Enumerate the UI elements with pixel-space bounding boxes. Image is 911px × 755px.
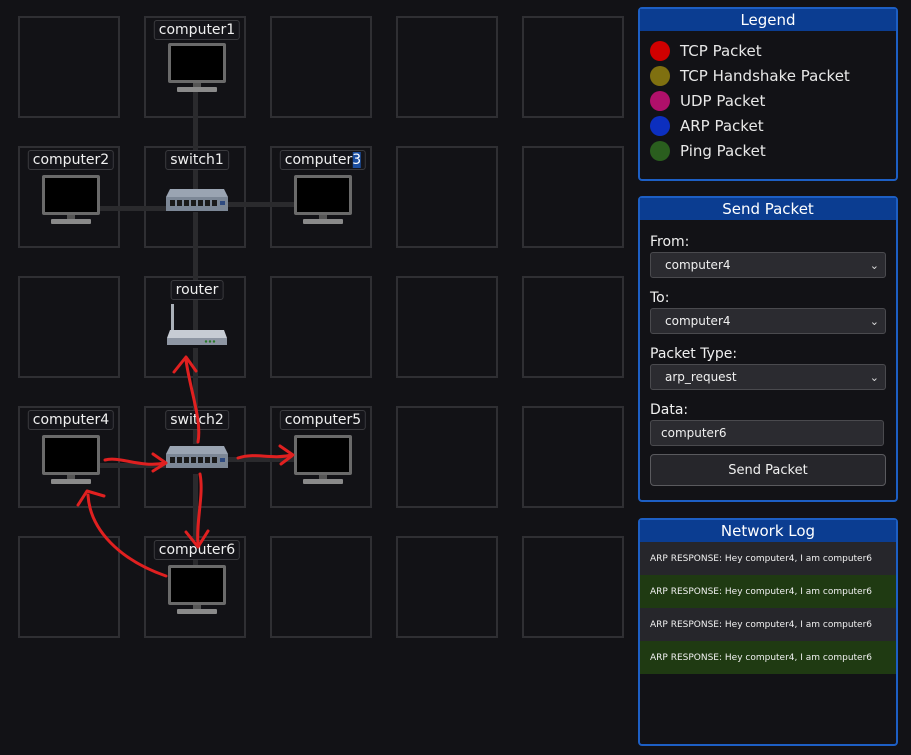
ping-color-dot [650, 140, 670, 161]
device-label-computer2: computer2 [27, 150, 115, 170]
legend-label: UDP Packet [680, 91, 766, 110]
arp-color-dot [650, 115, 670, 136]
annotation-arrows [76, 355, 295, 578]
legend-label: ARP Packet [680, 116, 764, 135]
computer-icon[interactable] [293, 174, 353, 226]
grid-cell[interactable] [18, 536, 120, 638]
log-entry: ARP RESPONSE: Hey computer4, I am comput… [640, 641, 896, 674]
from-select-value: computer4 [665, 258, 731, 272]
device-label-computer3-text: computer [284, 152, 353, 168]
send-packet-panel: Send Packet From: computer4 ⌄ To: compute… [638, 196, 898, 502]
packet-type-label: Packet Type: [650, 346, 738, 362]
computer-icon[interactable] [167, 564, 227, 616]
link-computer4-switch2 [98, 463, 168, 468]
device-label-computer4: computer4 [27, 410, 115, 430]
data-label: Data: [650, 402, 689, 418]
grid-cell[interactable] [270, 146, 372, 248]
legend-item-arp: ARP Packet [640, 113, 896, 138]
link-switch1-router [193, 212, 198, 332]
device-label-computer1: computer1 [153, 20, 241, 40]
network-log-title: Network Log [640, 520, 896, 542]
grid-cell[interactable] [396, 146, 498, 248]
link-switch1-computer3 [228, 202, 298, 207]
grid-cell[interactable] [18, 406, 120, 508]
computer-icon[interactable] [41, 174, 101, 226]
from-label: From: [650, 234, 690, 250]
legend-item-tcp-handshake: TCP Handshake Packet [640, 63, 896, 88]
legend-item-udp: UDP Packet [640, 88, 896, 113]
legend-item-tcp: TCP Packet [640, 38, 896, 63]
switch-icon[interactable] [164, 187, 230, 215]
device-label-computer5: computer5 [279, 410, 367, 430]
legend-title: Legend [640, 9, 896, 31]
legend-label: TCP Packet [680, 41, 762, 60]
legend-label: Ping Packet [680, 141, 766, 160]
device-label-switch1: switch1 [165, 150, 229, 170]
packet-type-select-value: arp_request [665, 370, 737, 384]
chevron-down-icon: ⌄ [869, 370, 879, 384]
chevron-down-icon: ⌄ [869, 258, 879, 272]
switch-icon[interactable] [164, 444, 230, 472]
grid-cell[interactable] [270, 536, 372, 638]
grid-cell[interactable] [396, 406, 498, 508]
link-computer2-switch1 [98, 206, 168, 211]
link-computer1-switch1 [193, 92, 198, 202]
grid-cell[interactable] [396, 276, 498, 378]
grid-cell[interactable] [396, 16, 498, 118]
device-label-computer6: computer6 [153, 540, 241, 560]
to-select[interactable]: computer4 ⌄ [650, 308, 886, 334]
log-entry: ARP RESPONSE: Hey computer4, I am comput… [640, 608, 896, 641]
log-entry: ARP RESPONSE: Hey computer4, I am comput… [640, 575, 896, 608]
udp-color-dot [650, 90, 670, 111]
network-canvas[interactable]: computer1 computer2 switch1 computer3 ro… [0, 0, 630, 755]
packet-type-select[interactable]: arp_request ⌄ [650, 364, 886, 390]
grid-cell[interactable] [522, 146, 624, 248]
grid-cell[interactable] [270, 16, 372, 118]
network-log-panel: Network Log ARP RESPONSE: Hey computer4,… [638, 518, 898, 746]
from-select[interactable]: computer4 ⌄ [650, 252, 886, 278]
grid-cell[interactable] [522, 536, 624, 638]
chevron-down-icon: ⌄ [869, 314, 879, 328]
tcp-handshake-color-dot [650, 65, 670, 86]
grid-cell[interactable] [270, 276, 372, 378]
grid-cell[interactable] [18, 276, 120, 378]
send-packet-button[interactable]: Send Packet [650, 454, 886, 486]
grid-cell[interactable] [396, 536, 498, 638]
legend-item-ping: Ping Packet [640, 138, 896, 163]
grid-cell[interactable] [18, 16, 120, 118]
send-packet-title: Send Packet [640, 198, 896, 220]
grid-cell[interactable] [522, 276, 624, 378]
link-switch2-computer5 [228, 457, 298, 462]
grid-cell[interactable] [18, 146, 120, 248]
to-label: To: [650, 290, 670, 306]
computer-icon[interactable] [293, 434, 353, 486]
device-label-router: router [170, 280, 224, 300]
computer-icon[interactable] [167, 42, 227, 94]
data-input[interactable]: computer6 [650, 420, 884, 446]
grid-cell[interactable] [522, 16, 624, 118]
router-icon[interactable] [166, 302, 228, 348]
legend-panel: Legend TCP Packet TCP Handshake Packet U… [638, 7, 898, 181]
computer-icon[interactable] [41, 434, 101, 486]
device-label-computer3: computer3 [279, 150, 367, 170]
link-switch2-computer6 [193, 474, 198, 566]
selected-text: 3 [352, 152, 362, 168]
log-entry: ARP RESPONSE: Hey computer4, I am comput… [640, 542, 896, 575]
link-router-switch2 [193, 348, 198, 444]
tcp-color-dot [650, 40, 670, 61]
grid-cell[interactable] [522, 406, 624, 508]
legend-label: TCP Handshake Packet [680, 66, 850, 85]
to-select-value: computer4 [665, 314, 731, 328]
